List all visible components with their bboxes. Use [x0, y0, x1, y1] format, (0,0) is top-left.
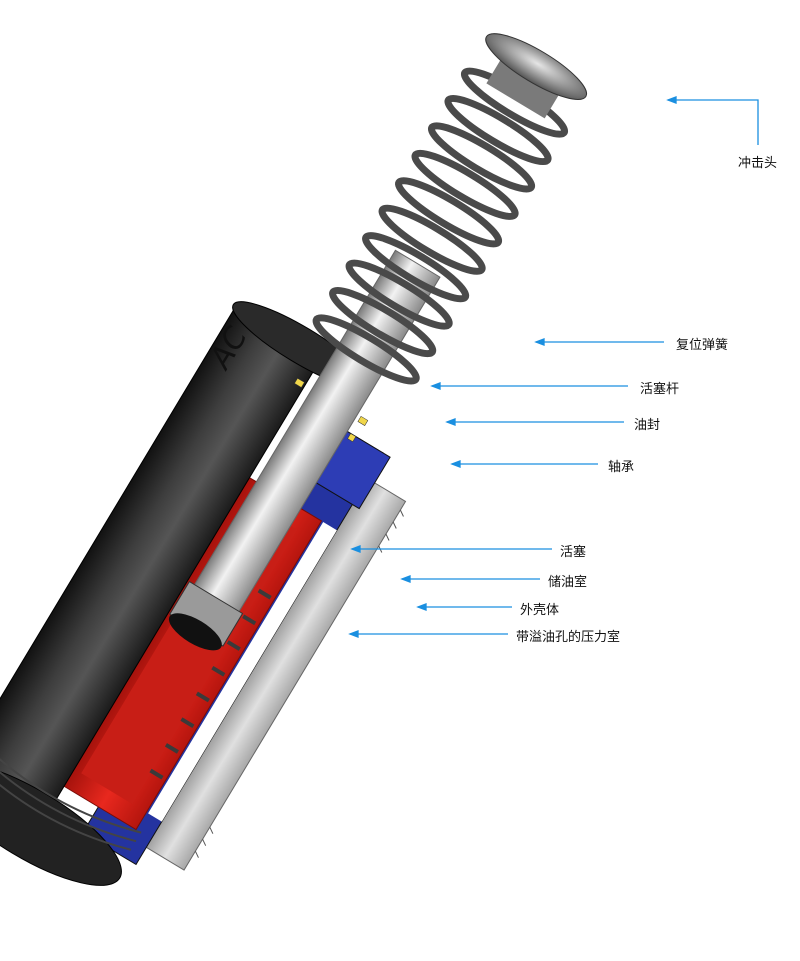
oil-seal	[294, 377, 369, 443]
impact-head-body	[486, 49, 566, 119]
label-outer-housing: 外壳体	[520, 603, 560, 618]
sleeve-thread	[194, 509, 404, 858]
label-oil-seal: 油封	[634, 418, 661, 433]
label-impact-head: 冲击头	[738, 156, 778, 171]
impact-head	[485, 33, 588, 100]
label-piston: 活塞	[560, 545, 587, 560]
bottom-thread	[0, 727, 142, 851]
piston-face	[168, 613, 222, 651]
label-bearing: 轴承	[608, 460, 635, 475]
shock-absorber: AC	[0, 33, 588, 886]
label-return-spring: 复位弹簧	[676, 338, 729, 353]
leader-lines	[348, 96, 759, 638]
label-piston-rod: 活塞杆	[640, 382, 680, 397]
return-spring	[312, 67, 569, 385]
orifice-holes	[149, 588, 272, 780]
label-pressure-chamber: 带溢油孔的压力室	[516, 630, 621, 645]
label-oil-reservoir: 储油室	[548, 575, 588, 590]
oil-reservoir	[148, 521, 337, 822]
leader-impact-head	[668, 99, 759, 145]
